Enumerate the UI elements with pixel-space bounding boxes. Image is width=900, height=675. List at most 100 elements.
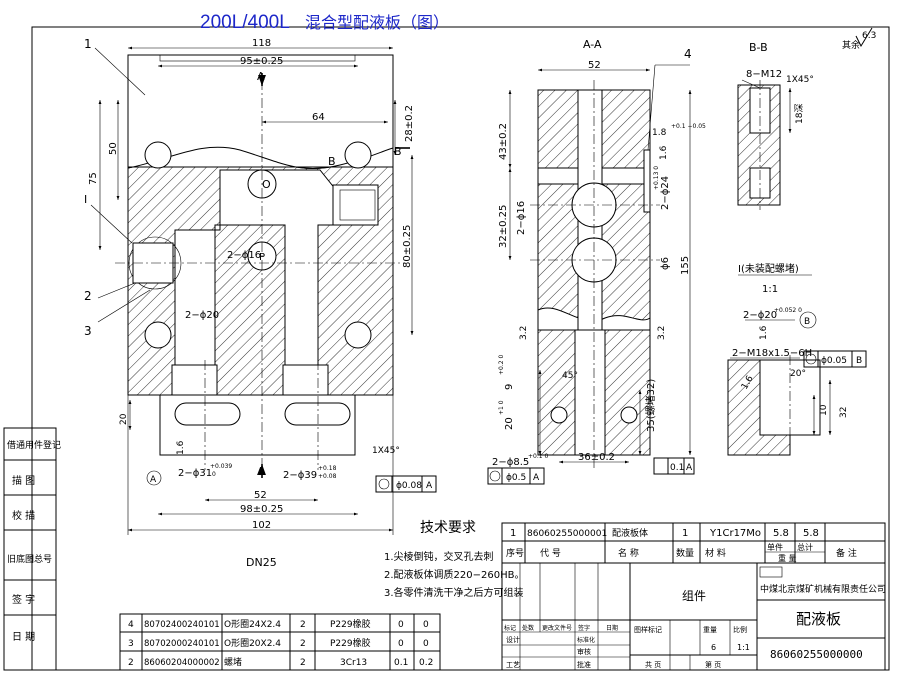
o-ring-groove-left xyxy=(174,402,241,426)
rev-header-doc: 更改文件号 xyxy=(542,624,572,632)
bb-title: B-B xyxy=(749,41,768,54)
dim-phi39-tol-dn: +0.08 xyxy=(318,473,337,480)
aa-phi85: 2−ϕ8.5 xyxy=(492,457,529,468)
aa-dim-18-tol: +0.1 −0.05 xyxy=(671,123,706,130)
section-aa-view: A-A 4 52 43±0.2 32±0.25 2−ϕ16 2−ϕ24 +0.1… xyxy=(487,38,706,485)
geo-tol-datum: A xyxy=(426,481,433,491)
bom-upper-unit-wt: 5.8 xyxy=(773,528,789,539)
bom-row-2: 2 86060204000002 螺堵 2 3Cr13 0.1 0.2 xyxy=(128,656,433,668)
aa-lower-bore xyxy=(574,329,606,456)
tech-req-line-3: 3.各零件清洗干净之后方可组装 xyxy=(384,586,524,599)
leader-3 xyxy=(97,289,151,323)
aa-groove xyxy=(643,149,651,213)
bom-header-remark: 备 注 xyxy=(836,547,857,559)
front-view: 118 95±0.25 64 28±0.2 50 75 80±0.25 20 5… xyxy=(84,37,437,569)
dim-phi31-tol-up: +0.039 xyxy=(210,463,232,470)
aa-rough-16: 1.6 xyxy=(659,145,669,160)
bom-row3-code: 80702000240101 xyxy=(144,639,220,649)
bb-thread: 8−M12 xyxy=(746,69,782,80)
dim-52: 52 xyxy=(254,490,267,501)
drawing-title-main: 200L/400L xyxy=(200,12,290,33)
stage-header-scale: 比例 xyxy=(733,625,747,634)
title-block: 组件 中煤北京煤矿机械有限责任公司 配液板 86060255000000 标记 … xyxy=(501,562,886,671)
bom-row3-qty: 2 xyxy=(300,639,306,649)
callout-4: 4 xyxy=(684,47,692,61)
bom-header-material: 材 料 xyxy=(705,547,726,559)
aa-dim-35: 35(螺堵32) xyxy=(644,379,657,432)
bom-upper-total-wt: 5.8 xyxy=(803,528,819,539)
roughness-front: 1.6 xyxy=(176,440,186,455)
aa-phi24-tol: +0.13 0 xyxy=(653,166,660,190)
aa-rough-32b: 3.2 xyxy=(657,326,667,340)
aa-phi24: 2−ϕ24 xyxy=(660,176,671,210)
detail-rough-1: 1.6 xyxy=(759,325,769,340)
bom-header-weight: 重 量 xyxy=(778,553,797,563)
stage-header-weight: 重量 xyxy=(703,626,717,634)
drawing-title-suffix: 混合型配液板（图） xyxy=(305,14,449,32)
detail-scale: 1:1 xyxy=(762,284,778,295)
detail-i-label: I xyxy=(84,193,87,206)
detail-title: I(未装配螺堵) xyxy=(738,262,799,275)
bb-chamfer: 1X45° xyxy=(786,75,814,85)
aa-rough-32a: 3.2 xyxy=(519,326,529,340)
bom-row2-total: 0.2 xyxy=(419,658,433,668)
technical-requirements: 技术要求 1.尖棱倒钝，交叉孔去刺 2.配液板体调质220−260HB。 3.各… xyxy=(384,520,524,599)
dim-50: 50 xyxy=(108,142,119,155)
bb-depth: 18深 xyxy=(794,104,805,124)
aa-position-icon xyxy=(489,470,501,482)
bom-row2-unit: 0.1 xyxy=(394,658,408,668)
geo-tol-frame xyxy=(375,475,437,493)
left-col-3: 校 描 xyxy=(12,509,35,522)
front-top-step xyxy=(159,54,356,62)
aa-phi6: ϕ6 xyxy=(660,257,671,270)
bom-row2-code: 86060204000002 xyxy=(144,658,220,668)
bom-row3-no: 3 xyxy=(128,639,134,649)
aa-angle: 45° xyxy=(562,371,578,381)
tech-req-line-2: 2.配液板体调质220−260HB。 xyxy=(384,568,524,581)
port-b-cavity xyxy=(332,184,379,226)
title-block-drawing-no: 86060255000000 xyxy=(770,648,863,661)
title-block-sheet-no: 第 页 xyxy=(705,660,721,669)
detail-bore-tol: +0.052 0 xyxy=(774,307,802,314)
callout-3: 3 xyxy=(84,324,92,338)
dim-118: 118 xyxy=(252,38,271,49)
detail-dim-10: 10 xyxy=(819,404,829,416)
datum-b-circle xyxy=(799,311,817,329)
datum-a-circle xyxy=(146,470,162,486)
role-approve: 批准 xyxy=(577,660,591,669)
bom-row4-qty: 2 xyxy=(300,620,306,630)
aa-pos-tol-frame xyxy=(487,467,545,485)
aa-dim-155: 155 xyxy=(680,256,691,275)
port-right-cavity xyxy=(282,364,329,396)
bom-header-total: 总计 xyxy=(797,542,813,552)
rev-header-date: 日期 xyxy=(606,624,618,632)
left-col-2: 描 图 xyxy=(12,474,35,487)
surface-finish-symbol: 其余 6.3 xyxy=(842,27,876,51)
bom-lower: 4 80702400240101 O形圈24X2.4 2 P229橡胶 0 0 … xyxy=(119,613,441,671)
dim-phi20: 2−ϕ20 xyxy=(185,310,219,321)
title-block-weight: 6 xyxy=(711,643,716,652)
o-ring-groove-right xyxy=(284,402,351,426)
detail-bore: 2−ϕ20 xyxy=(743,310,777,321)
bom-upper-qty: 1 xyxy=(682,528,688,539)
bom-row4-material: P229橡胶 xyxy=(330,618,371,630)
left-col-4: 旧底图总号 xyxy=(7,553,52,565)
bom-row2-qty: 2 xyxy=(300,658,306,668)
rev-header-sign: 签字 xyxy=(578,624,590,632)
dn-label: DN25 xyxy=(246,556,277,569)
detail-dim-32: 32 xyxy=(839,407,849,418)
aa-dim-9: 9 xyxy=(504,384,515,390)
bolt-hole-tr xyxy=(344,141,372,169)
dim-95: 95±0.25 xyxy=(240,56,283,67)
title-block-company: 中煤北京煤矿机械有限责任公司 xyxy=(760,583,886,595)
dim-98: 98±0.25 xyxy=(240,504,283,515)
bom-upper: 1 86060255000001 配液板体 1 Y1Cr17Mo 5.8 5.8… xyxy=(501,522,886,564)
bom-row4-name: O形圈24X2.4 xyxy=(224,618,281,630)
title-block-scale: 1:1 xyxy=(737,643,750,652)
detail-datum-b: B xyxy=(804,317,810,327)
cut-label-b-right: B xyxy=(394,145,402,158)
port-o-label: O xyxy=(262,178,271,191)
leader-i xyxy=(90,204,133,244)
leader-1 xyxy=(94,47,146,96)
callout-2: 2 xyxy=(84,289,92,303)
